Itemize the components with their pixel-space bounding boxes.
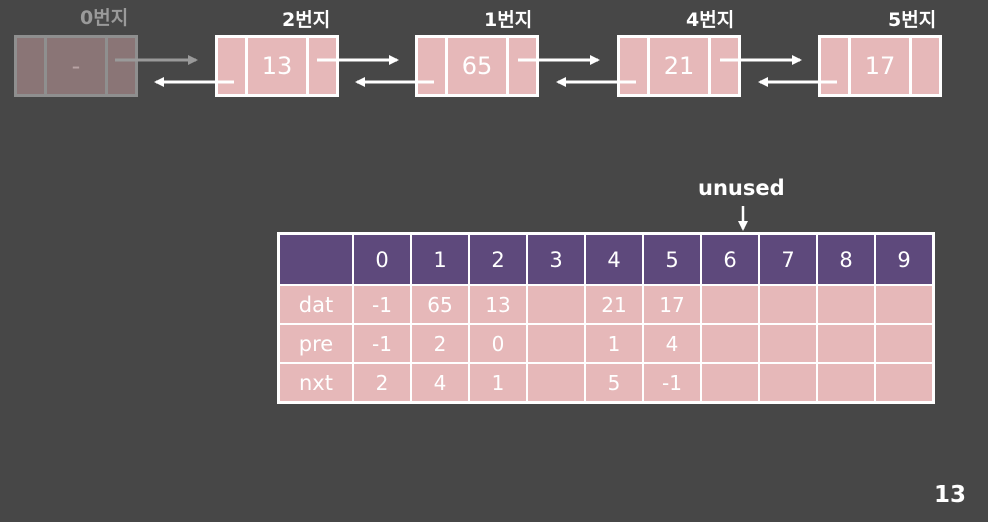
node-prev-cell (218, 38, 248, 94)
table-row-nxt: nxt 2 4 1 5 -1 (277, 362, 935, 404)
node-value: 21 (663, 52, 695, 80)
table-cell: 4 (642, 323, 702, 364)
table-cell (526, 323, 586, 364)
list-node: 21 (617, 35, 741, 97)
table-cell: 13 (468, 284, 528, 325)
node-value: 13 (261, 52, 293, 80)
table-cell (816, 362, 876, 404)
table-cell (816, 284, 876, 325)
table-cell: -1 (352, 323, 412, 364)
index-cell: 9 (874, 232, 935, 286)
row-label: nxt (277, 362, 354, 404)
table-cell: 21 (584, 284, 644, 325)
node-label-5: 5번지 (888, 9, 937, 31)
table-cell: 65 (410, 284, 470, 325)
table-cell: 5 (584, 362, 644, 404)
row-label: pre (277, 323, 354, 364)
index-cell: 2 (468, 232, 528, 286)
table-cell: -1 (352, 284, 412, 325)
node-next-cell (909, 38, 939, 94)
table-cell (700, 284, 760, 325)
table-cell (526, 284, 586, 325)
table-cell: 0 (468, 323, 528, 364)
table-cell (526, 362, 586, 404)
index-cell: 5 (642, 232, 702, 286)
node-value: 17 (864, 52, 896, 80)
table-cell (874, 362, 935, 404)
table-cell: 17 (642, 284, 702, 325)
table-cell: 2 (352, 362, 412, 404)
node-next-cell (105, 38, 135, 94)
list-node: 13 (215, 35, 339, 97)
array-table: 0 1 2 3 4 5 6 7 8 9 dat -1 65 13 21 17 p… (277, 232, 935, 404)
dummy-node: - (14, 35, 138, 97)
node-value: - (71, 52, 81, 80)
index-cell: 8 (816, 232, 876, 286)
table-cell (758, 284, 818, 325)
table-cell: 1 (468, 362, 528, 404)
index-cell: 3 (526, 232, 586, 286)
table-cell: 4 (410, 362, 470, 404)
table-row-dat: dat -1 65 13 21 17 (277, 284, 935, 325)
table-cell (874, 284, 935, 325)
index-cell: 7 (758, 232, 818, 286)
table-cell (700, 362, 760, 404)
node-label-2: 2번지 (282, 9, 331, 31)
table-row-pre: pre -1 2 0 1 4 (277, 323, 935, 364)
table-cell: -1 (642, 362, 702, 404)
table-cell: 2 (410, 323, 470, 364)
row-label: dat (277, 284, 354, 325)
index-cell: 4 (584, 232, 644, 286)
node-next-cell (506, 38, 536, 94)
node-prev-cell (821, 38, 851, 94)
index-row: 0 1 2 3 4 5 6 7 8 9 (277, 232, 935, 286)
list-node: 17 (818, 35, 942, 97)
node-label-1: 1번지 (484, 9, 533, 31)
table-cell: 1 (584, 323, 644, 364)
node-prev-cell (620, 38, 650, 94)
corner-cell (277, 232, 354, 286)
table-cell (700, 323, 760, 364)
unused-label: unused (698, 176, 785, 200)
node-next-cell (306, 38, 336, 94)
node-label-0: 0번지 (80, 7, 129, 29)
node-label-4: 4번지 (686, 9, 735, 31)
list-node: 65 (415, 35, 539, 97)
node-prev-cell (418, 38, 448, 94)
table-cell (758, 362, 818, 404)
table-cell (874, 323, 935, 364)
page-number: 13 (934, 482, 967, 508)
table-cell (816, 323, 876, 364)
node-value: 65 (461, 52, 493, 80)
index-cell: 0 (352, 232, 412, 286)
index-cell: 1 (410, 232, 470, 286)
table-cell (758, 323, 818, 364)
node-next-cell (708, 38, 738, 94)
node-prev-cell (17, 38, 47, 94)
index-cell: 6 (700, 232, 760, 286)
